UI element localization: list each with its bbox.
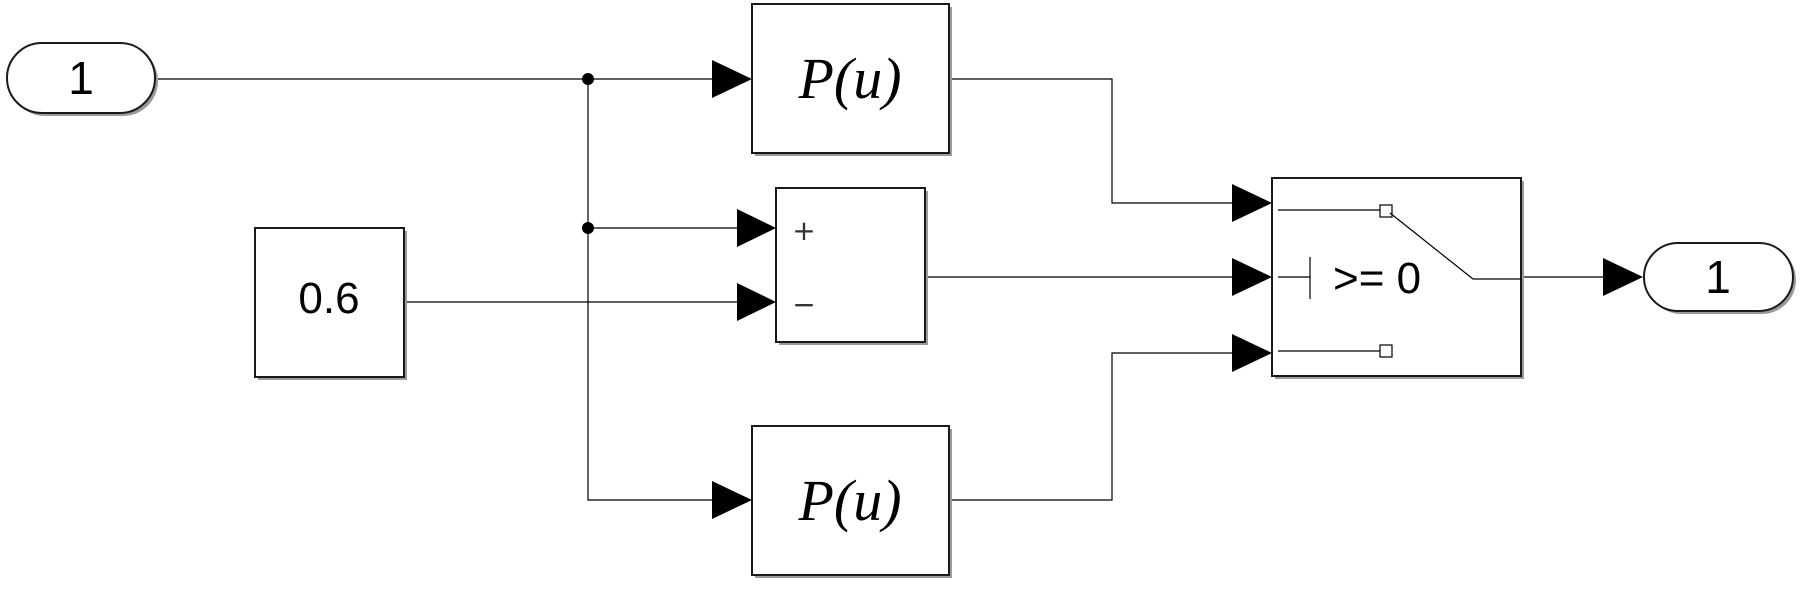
switch-criteria-label: >= 0 [1333,254,1421,303]
polynomial-block-top[interactable]: P(u) [751,3,952,156]
arrowhead-switch-in1 [1232,184,1272,222]
sum-plus-sign: + [792,214,815,247]
arrowheads [712,60,1643,519]
wire-poly-top-to-switch[interactable] [950,78,1236,204]
switch-control-tick [1278,257,1311,299]
sum-block[interactable]: + − [775,187,928,345]
switch-terminal-bottom [1379,344,1393,358]
signal-lines [156,78,1606,501]
inport-block[interactable]: 1 [6,42,158,116]
wire-branch-vertical[interactable] [587,79,712,501]
arrowhead-sum-minus [737,283,776,321]
arrowhead-switch-control [1232,258,1272,296]
wire-poly-bottom-to-switch[interactable] [950,352,1236,501]
arrowhead-poly-bottom [712,481,752,519]
arrowhead-outport [1603,258,1643,296]
polynomial-top-label: P(u) [797,46,901,111]
arrowhead-switch-in3 [1232,334,1272,372]
arrowhead-sum-plus [737,209,776,247]
outport-label: 1 [1705,251,1731,303]
arrowhead-poly-top [712,60,752,98]
sum-minus-sign: − [792,288,815,321]
polynomial-bottom-label: P(u) [797,468,901,533]
constant-value: 0.6 [298,274,359,323]
switch-block[interactable]: >= 0 [1271,177,1524,379]
switch-terminal-top [1379,204,1393,218]
constant-block[interactable]: 0.6 [254,227,407,380]
outport-block[interactable]: 1 [1643,242,1796,314]
polynomial-block-bottom[interactable]: P(u) [751,425,952,578]
inport-label: 1 [68,52,94,104]
branch-point-top [582,73,594,85]
switch-throw-line [1389,212,1521,280]
branch-point-middle [582,222,594,234]
